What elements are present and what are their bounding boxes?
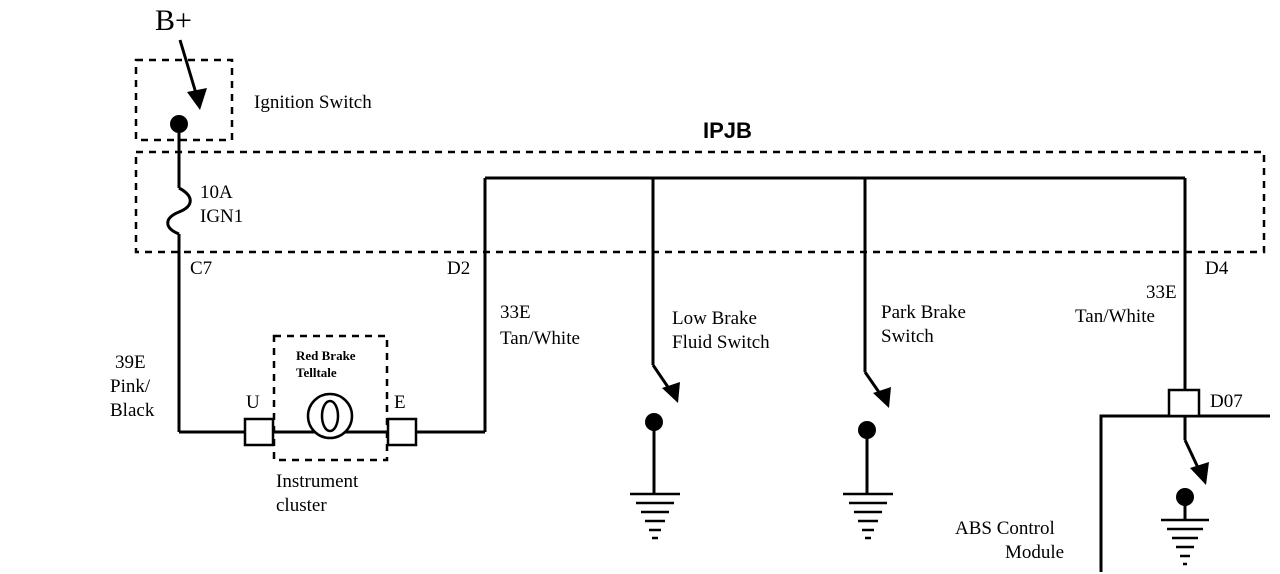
abs-module-outline — [1099, 414, 1270, 572]
fuse-rating: 10A — [200, 182, 233, 203]
connector-e — [386, 417, 418, 447]
wire-33e-right-color: Tan/White — [1075, 306, 1155, 327]
power-label: B+ — [155, 4, 192, 37]
telltale-label-2: Telltale — [296, 365, 337, 380]
telltale-lamp-icon — [306, 392, 354, 440]
abs-label-1: ABS Control — [955, 518, 1055, 539]
connector-u — [243, 417, 275, 447]
ignition-switch-arm — [178, 39, 207, 110]
park-brake-ground-icon — [843, 492, 893, 540]
connector-d07 — [1167, 388, 1201, 418]
wire-39e-color-2: Black — [110, 400, 155, 421]
instrument-cluster-box — [272, 334, 389, 462]
pin-c7-label: C7 — [190, 258, 212, 279]
low-brake-switch-arm — [651, 364, 680, 403]
low-brake-label-2: Fluid Switch — [672, 332, 770, 353]
fuse-symbol — [166, 186, 192, 236]
wire-39e-id: 39E — [115, 352, 146, 373]
abs-label-2: Module — [1005, 542, 1064, 563]
low-brake-ground-icon — [630, 492, 680, 540]
wire-33e-left-color: Tan/White — [500, 328, 580, 349]
ipjb-label: IPJB — [703, 118, 752, 143]
pin-u-label: U — [246, 392, 260, 413]
fuse-name: IGN1 — [200, 206, 243, 227]
ignition-switch-box — [134, 58, 234, 142]
pin-e-label: E — [394, 392, 406, 413]
abs-ground-icon — [1161, 518, 1209, 566]
pin-d2-label: D2 — [447, 258, 470, 279]
wire-33e-right-id: 33E — [1146, 282, 1177, 303]
ignition-switch-contact — [170, 115, 188, 133]
cluster-label-1: Instrument — [276, 471, 359, 492]
telltale-label-1: Red Brake — [296, 348, 356, 363]
park-brake-label-1: Park Brake — [881, 302, 966, 323]
low-brake-label-1: Low Brake — [672, 308, 757, 329]
abs-switch-arm — [1183, 439, 1209, 485]
wire-33e-left-id: 33E — [500, 302, 531, 323]
park-brake-label-2: Switch — [881, 326, 934, 347]
park-brake-switch-arm — [863, 371, 891, 408]
ipjb-box — [134, 150, 1266, 254]
cluster-label-2: cluster — [276, 495, 327, 516]
pin-d07-label: D07 — [1210, 391, 1243, 412]
ignition-switch-label: Ignition Switch — [254, 92, 372, 113]
pin-d4-label: D4 — [1205, 258, 1229, 279]
wire-39e-color-1: Pink/ — [110, 376, 151, 397]
